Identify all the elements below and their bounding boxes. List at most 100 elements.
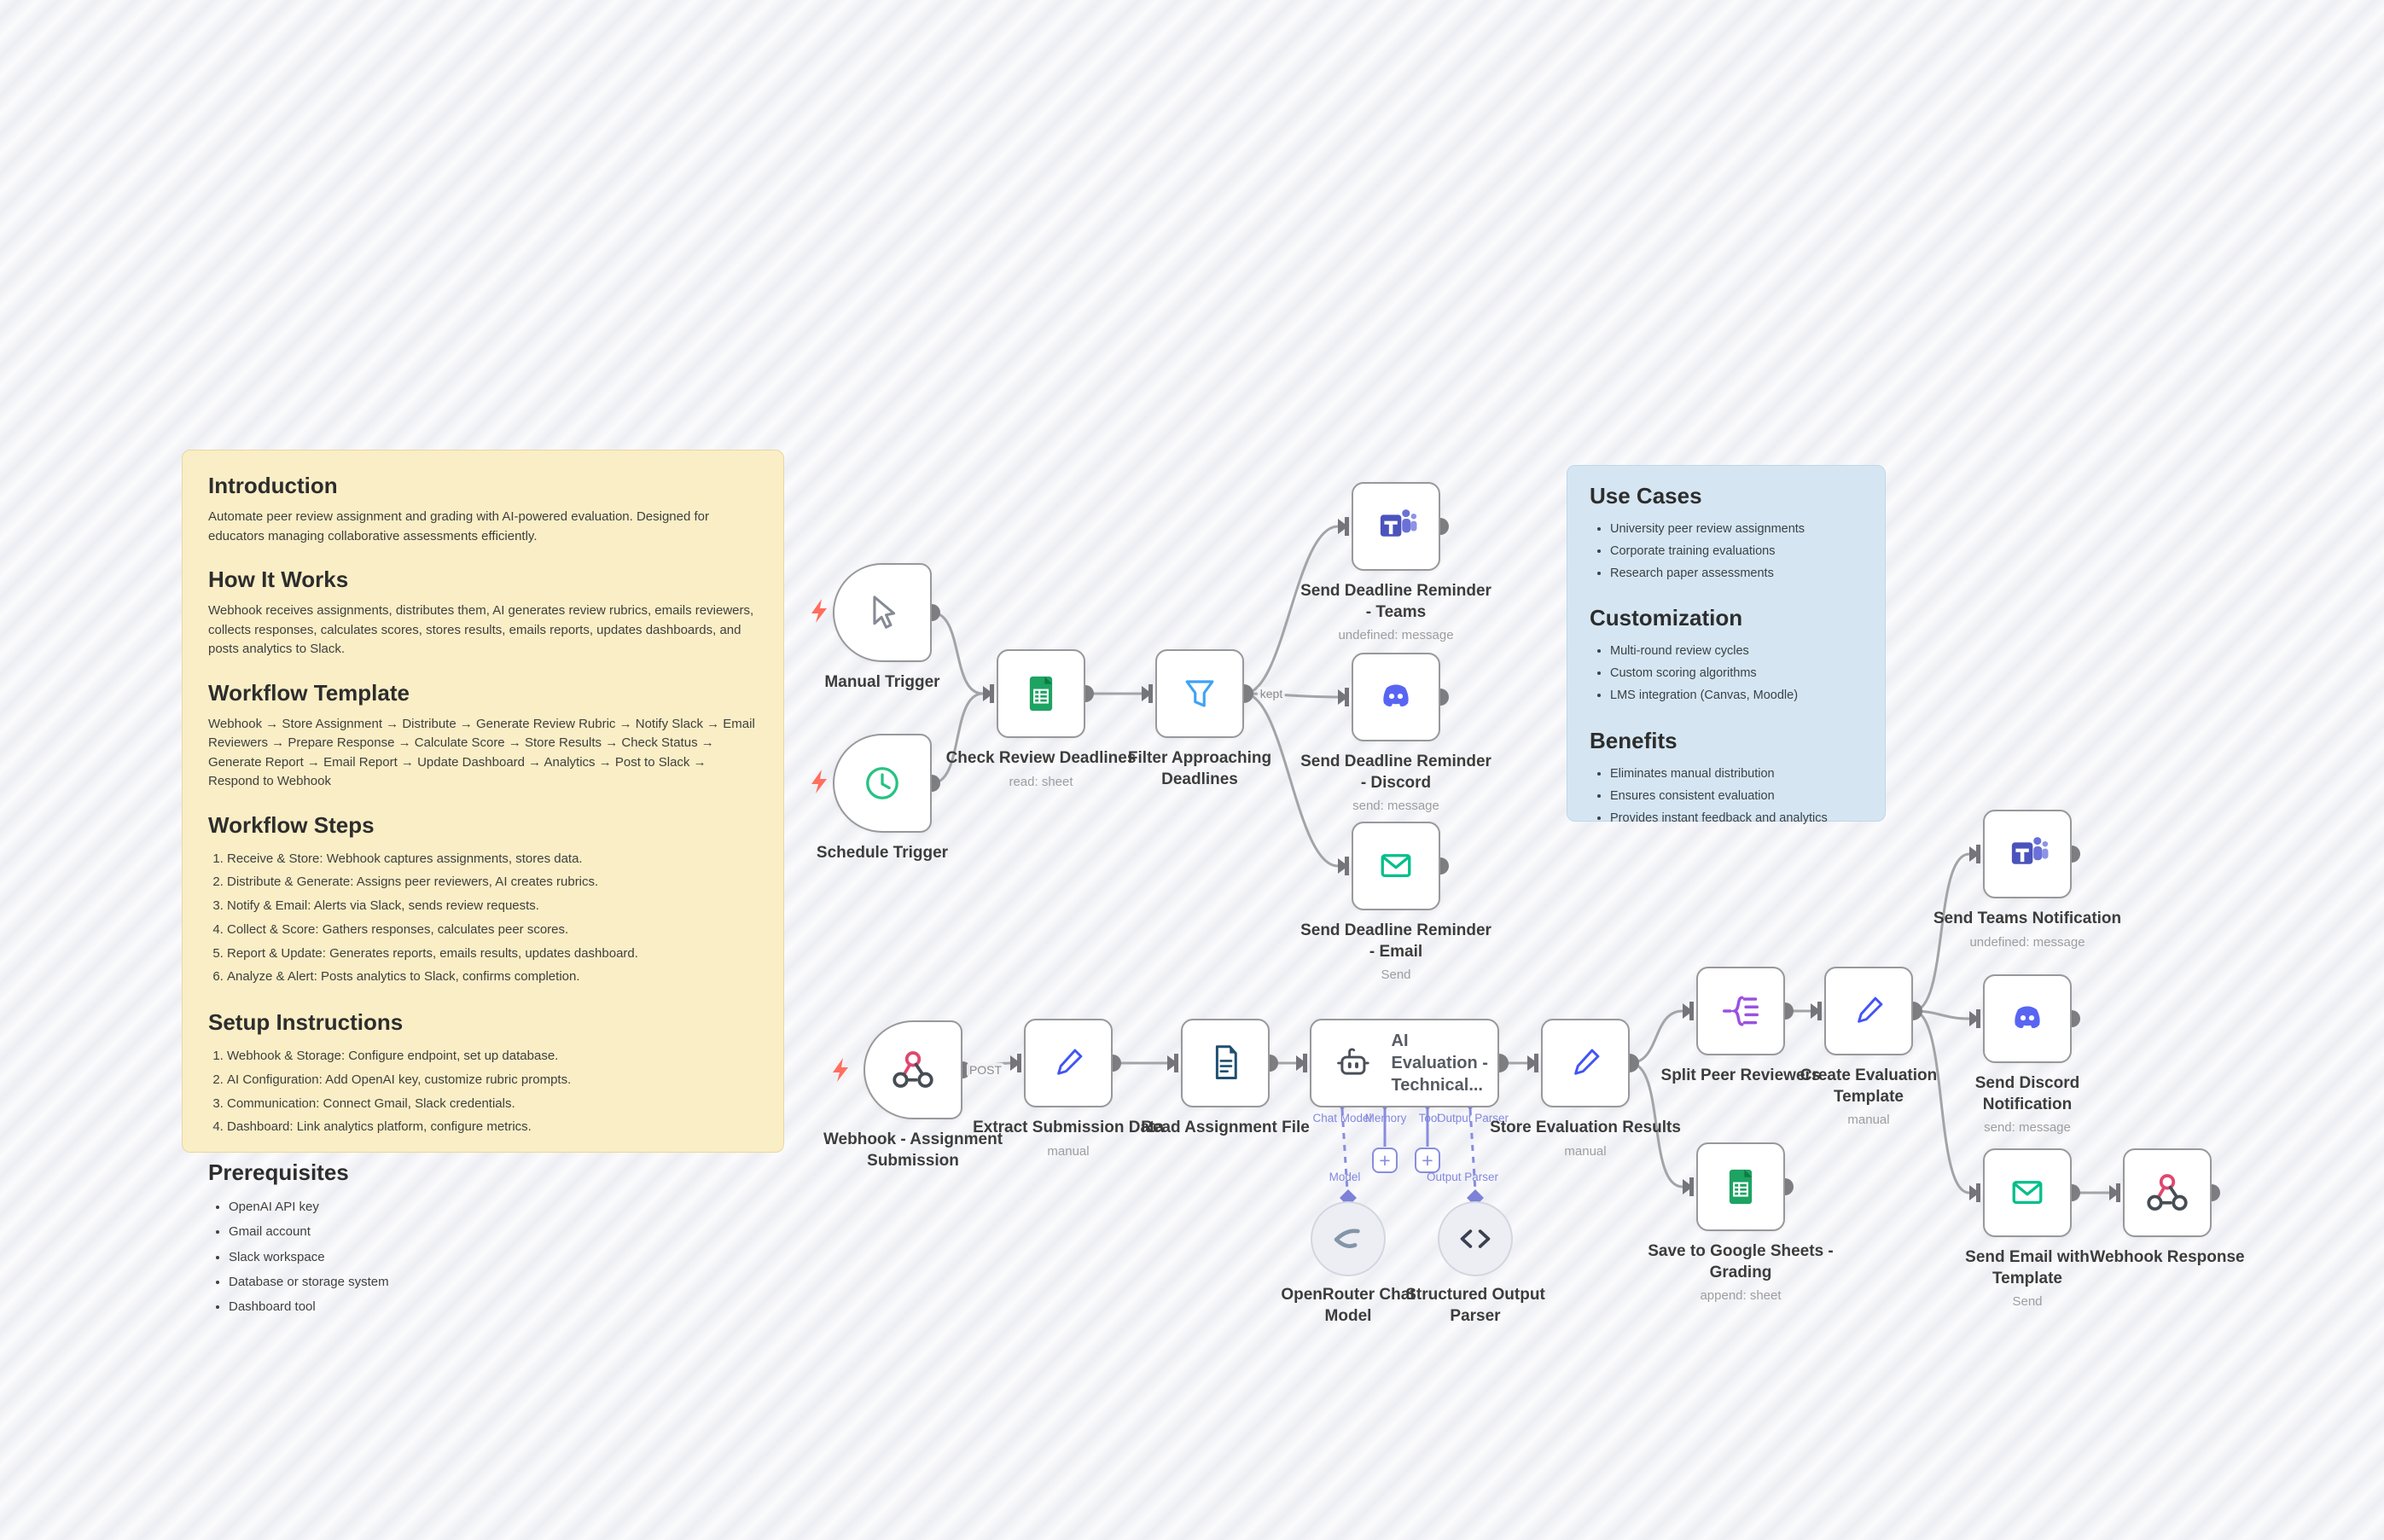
ms-teams-icon bbox=[1380, 509, 1417, 537]
node-send-discord-notification[interactable] bbox=[1983, 974, 2072, 1063]
google-sheets-icon bbox=[1729, 1169, 1753, 1205]
webhook-icon bbox=[893, 1051, 933, 1088]
workflow-step: Distribute & Generate: Assigns peer revi… bbox=[227, 870, 758, 894]
workflow-step: Collect & Score: Gathers responses, calc… bbox=[227, 918, 758, 942]
add-tool-button[interactable]: + bbox=[1415, 1148, 1440, 1173]
customization-list: Multi-round review cycles Custom scoring… bbox=[1610, 640, 1863, 706]
note-how-text: Webhook receives assignments, distribute… bbox=[208, 603, 754, 656]
workflow-step: Notify & Email: Alerts via Slack, sends … bbox=[227, 894, 758, 918]
node-label: Split Peer Reviewers bbox=[1660, 1066, 1821, 1084]
webhook-icon bbox=[2147, 1174, 2188, 1211]
sticky-note-documentation[interactable]: Introduction Automate peer review assign… bbox=[182, 450, 784, 1314]
node-extract-submission-data[interactable] bbox=[1024, 1019, 1113, 1107]
use-case-item: University peer review assignments bbox=[1610, 518, 1863, 540]
pen-icon bbox=[1057, 1049, 1083, 1075]
setup-instructions-list: Webhook & Storage: Configure endpoint, s… bbox=[227, 1044, 758, 1139]
setup-step: Communication: Connect Gmail, Slack cred… bbox=[227, 1092, 758, 1116]
note-heading-customization: Customization bbox=[1590, 605, 1743, 631]
note-heading-setup-instructions: Setup Instructions bbox=[208, 1009, 404, 1035]
customization-item: Custom scoring algorithms bbox=[1610, 662, 1863, 684]
node-schedule-trigger[interactable] bbox=[833, 734, 932, 833]
prerequisite-item: Database or storage system bbox=[229, 1270, 758, 1294]
node-split-peer-reviewers[interactable] bbox=[1696, 967, 1785, 1055]
sticky-note-usecases[interactable]: Use Cases University peer review assignm… bbox=[1567, 465, 1886, 825]
input-ports[interactable] bbox=[983, 517, 2120, 1202]
node-label: Manual Trigger bbox=[824, 673, 940, 691]
use-cases-list: University peer review assignments Corpo… bbox=[1610, 518, 1863, 584]
clock-icon bbox=[866, 767, 898, 799]
node-store-evaluation-results[interactable] bbox=[1541, 1019, 1630, 1107]
subnode-openrouter-chat-model[interactable] bbox=[1311, 1201, 1386, 1276]
note-heading-use-cases: Use Cases bbox=[1590, 483, 1702, 508]
discord-icon bbox=[2015, 1006, 2040, 1029]
use-case-item: Research paper assessments bbox=[1610, 562, 1863, 584]
split-items-icon bbox=[1723, 996, 1759, 1026]
node-create-evaluation-template[interactable] bbox=[1824, 967, 1913, 1055]
node-label: Read Assignment File bbox=[1141, 1119, 1310, 1136]
setup-step: Webhook & Storage: Configure endpoint, s… bbox=[227, 1044, 758, 1068]
note-intro-text: Automate peer review assignment and grad… bbox=[208, 509, 710, 543]
workflow-step: Analyze & Alert: Posts analytics to Slac… bbox=[227, 965, 758, 989]
benefit-item: Eliminates manual distribution bbox=[1610, 763, 1863, 785]
connector-label-memory: Memory bbox=[1364, 1112, 1407, 1124]
node-send-deadline-reminder-email[interactable] bbox=[1352, 822, 1440, 910]
pen-icon bbox=[1574, 1049, 1600, 1075]
edge-paths bbox=[930, 525, 2111, 1194]
benefit-item: Provides instant feedback and analytics bbox=[1610, 807, 1863, 829]
node-label: Schedule Trigger bbox=[816, 844, 949, 862]
note-heading-benefits: Benefits bbox=[1590, 727, 1678, 753]
edge-label-post: POST bbox=[966, 1063, 1005, 1077]
note-heading-introduction: Introduction bbox=[208, 473, 338, 498]
note-heading-how-it-works: How It Works bbox=[208, 567, 349, 592]
prerequisite-item: OpenAI API key bbox=[229, 1194, 758, 1219]
google-sheets-icon bbox=[1029, 676, 1053, 712]
robot-icon bbox=[1337, 1048, 1369, 1075]
email-envelope-icon bbox=[1381, 854, 1411, 878]
lightning-bolt-icon bbox=[833, 1058, 848, 1082]
lightning-bolt-icon bbox=[811, 770, 827, 793]
node-label: Filter Approaching Deadlines bbox=[1127, 749, 1272, 788]
note-heading-workflow-steps: Workflow Steps bbox=[208, 811, 375, 838]
node-send-deadline-reminder-teams[interactable] bbox=[1352, 482, 1440, 571]
add-memory-button[interactable]: + bbox=[1372, 1148, 1398, 1173]
setup-step: AI Configuration: Add OpenAI key, custom… bbox=[227, 1068, 758, 1092]
note-heading-workflow-template: Workflow Template bbox=[208, 679, 410, 706]
subnode-structured-output-parser[interactable] bbox=[1438, 1201, 1513, 1276]
node-send-deadline-reminder-discord[interactable] bbox=[1352, 653, 1440, 741]
node-webhook-response[interactable] bbox=[2123, 1148, 2212, 1237]
node-send-email-with-template[interactable] bbox=[1983, 1148, 2072, 1237]
node-manual-trigger[interactable] bbox=[833, 563, 932, 662]
ai-connector-lines bbox=[1340, 1108, 1477, 1192]
node-read-assignment-file[interactable] bbox=[1181, 1019, 1270, 1107]
lightning-bolt-icon bbox=[811, 599, 827, 623]
node-check-review-deadlines[interactable] bbox=[997, 649, 1085, 738]
prerequisite-item: Gmail account bbox=[229, 1219, 758, 1244]
use-case-item: Corporate training evaluations bbox=[1610, 540, 1863, 562]
node-webhook-assignment-submission[interactable] bbox=[863, 1020, 962, 1119]
benefit-item: Ensures consistent evaluation bbox=[1610, 785, 1863, 807]
node-label: Webhook - Assignment Submission bbox=[823, 1130, 1003, 1170]
ms-teams-icon bbox=[2011, 837, 2049, 864]
connector-label-parser: Output Parser bbox=[1426, 1171, 1499, 1183]
node-ai-evaluation[interactable]: AI Evaluation - Technical... bbox=[1310, 1019, 1499, 1107]
connector-label-output-parser: Output Parser bbox=[1436, 1112, 1509, 1124]
node-filter-approaching-deadlines[interactable] bbox=[1155, 649, 1244, 738]
node-label: Structured Output Parser bbox=[1405, 1286, 1545, 1325]
node-label: OpenRouter Chat Model bbox=[1281, 1286, 1416, 1325]
ai-node-title: AI Evaluation - Technical... bbox=[1391, 1032, 1488, 1095]
node-send-teams-notification[interactable] bbox=[1983, 810, 2072, 898]
connector-label-chat-model: Chat Model bbox=[1312, 1112, 1372, 1124]
pen-icon bbox=[1858, 997, 1883, 1023]
node-save-to-google-sheets[interactable] bbox=[1696, 1142, 1785, 1231]
workflow-step: Report & Update: Generates reports, emai… bbox=[227, 942, 758, 966]
cursor-icon bbox=[873, 596, 896, 629]
connector-label-model: Model bbox=[1329, 1171, 1361, 1183]
customization-item: Multi-round review cycles bbox=[1610, 640, 1863, 662]
